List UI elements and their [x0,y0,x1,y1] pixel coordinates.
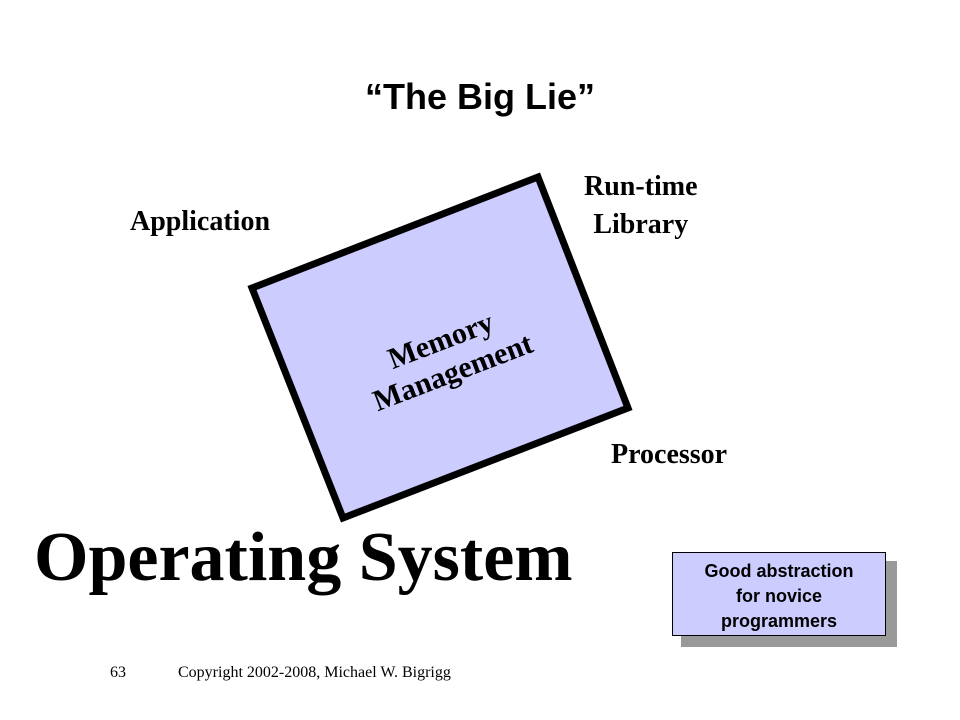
application-label: Application [130,206,271,237]
runtime-line-1: Run-time [584,171,698,202]
rotated-rectangle [247,172,633,523]
callout-line-2: for novice [735,586,823,606]
callout-line-3: programmers [720,611,838,631]
page-number: 63 [110,664,126,681]
callout-line-1: Good abstraction [704,561,854,581]
processor-label: Processor [611,439,728,470]
copyright: Copyright 2002-2008, Michael W. Bigrigg [178,664,451,681]
operating-system-label: Operating System [34,519,573,596]
callout-box: Good abstraction for novice programmers [672,552,886,636]
runtime-library-label: Run-time Library [584,168,698,244]
slide-title: “The Big Lie” [364,76,595,117]
runtime-line-2: Library [593,209,689,240]
